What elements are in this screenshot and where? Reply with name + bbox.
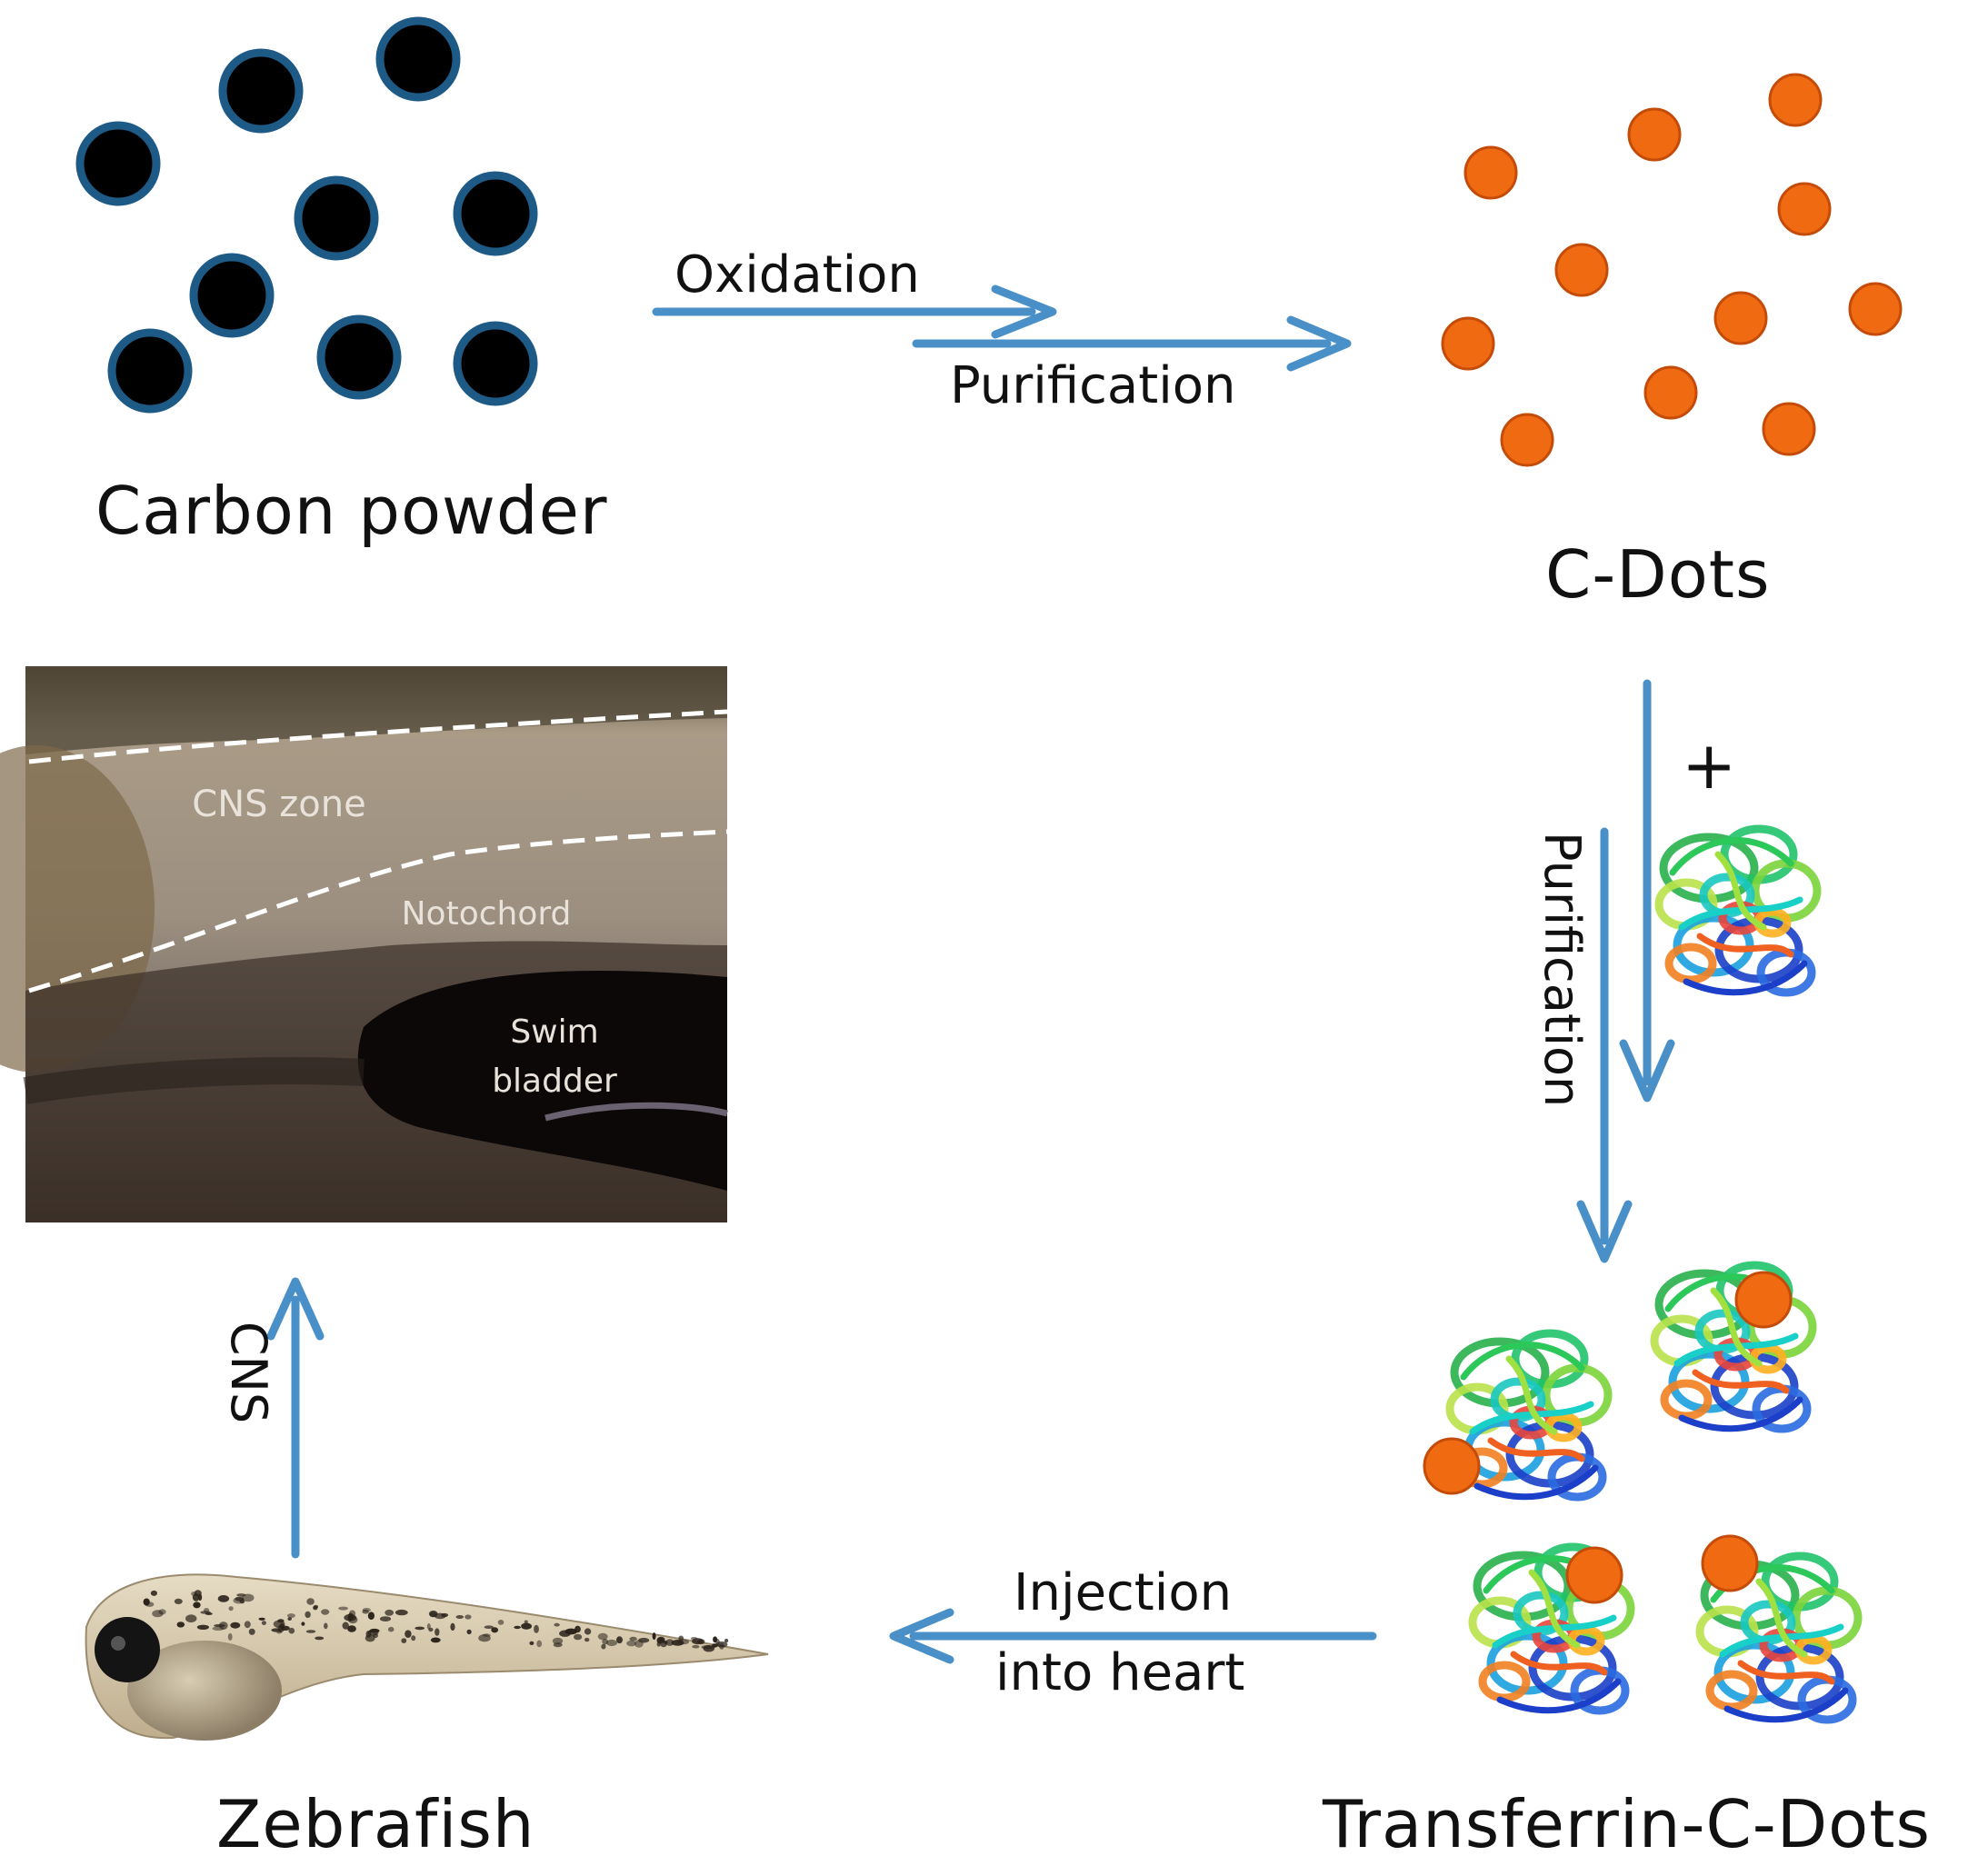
c-dots-particles xyxy=(1441,73,1903,467)
injection-label-1: Injection xyxy=(1014,1563,1233,1622)
conjugation-arrow xyxy=(1619,679,1675,1103)
plus-sign: + xyxy=(1682,727,1737,803)
swim-bladder-label-2: bladder xyxy=(492,1063,617,1100)
carbon-particle xyxy=(75,121,161,206)
transferrin-c-dots-label: Transferrin-C-Dots xyxy=(1323,1786,1931,1862)
zebrafish-larva xyxy=(85,1573,769,1741)
carbon-particle xyxy=(316,314,402,400)
carbon-particle xyxy=(294,175,379,261)
c-dot-particle xyxy=(1500,413,1554,467)
c-dot-particle xyxy=(1777,182,1832,236)
cns-arrow xyxy=(266,1277,325,1559)
injection-arrow xyxy=(889,1608,1377,1664)
purification-arrow-right xyxy=(1576,827,1633,1263)
notochord-label: Notochord xyxy=(402,895,572,933)
carbon-particle xyxy=(453,171,538,256)
carbon-particle xyxy=(107,328,193,414)
carbon-particle xyxy=(218,48,304,134)
c-dot-particle xyxy=(1464,145,1518,200)
transferrin-c-dots-conjugates xyxy=(1423,1261,1863,1724)
c-dots-label: C-Dots xyxy=(1545,536,1771,613)
cns-label: CNS xyxy=(220,1322,277,1423)
c-dot-particle xyxy=(1848,282,1903,336)
c-dot-particle xyxy=(1768,73,1823,127)
c-dot-particle xyxy=(1627,107,1682,162)
conjugate-3 xyxy=(1468,1542,1635,1715)
carbon-particle xyxy=(189,253,275,338)
purification-label-top: Purification xyxy=(950,356,1236,415)
purification-label-right: Purification xyxy=(1533,832,1591,1107)
injection-label-2: into heart xyxy=(995,1643,1245,1702)
purification-arrow-top xyxy=(912,315,1352,372)
conjugate-4 xyxy=(1695,1552,1863,1724)
carbon-particle xyxy=(453,321,538,406)
cns-zone-label: CNS zone xyxy=(192,783,365,825)
carbon-powder-particles xyxy=(75,16,538,414)
c-dot-particle xyxy=(1762,402,1816,456)
zebrafish-label: Zebrafish xyxy=(216,1786,535,1862)
carbon-particle xyxy=(375,16,461,102)
conjugate-1 xyxy=(1445,1329,1613,1502)
transferrin-protein xyxy=(1654,824,1822,997)
c-dot-particle xyxy=(1643,365,1698,420)
zebrafish-micrograph: CNS zone Notochord Swim bladder xyxy=(0,666,728,1222)
c-dot-particle xyxy=(1441,316,1495,371)
oxidation-arrow xyxy=(652,284,1057,339)
c-dot-particle xyxy=(1713,291,1768,345)
c-dot-particle xyxy=(1554,243,1609,297)
fish-pigment xyxy=(143,1590,729,1652)
carbon-powder-label: Carbon powder xyxy=(95,473,608,549)
swim-bladder-label-1: Swim xyxy=(510,1013,598,1051)
oxidation-label: Oxidation xyxy=(674,245,920,304)
